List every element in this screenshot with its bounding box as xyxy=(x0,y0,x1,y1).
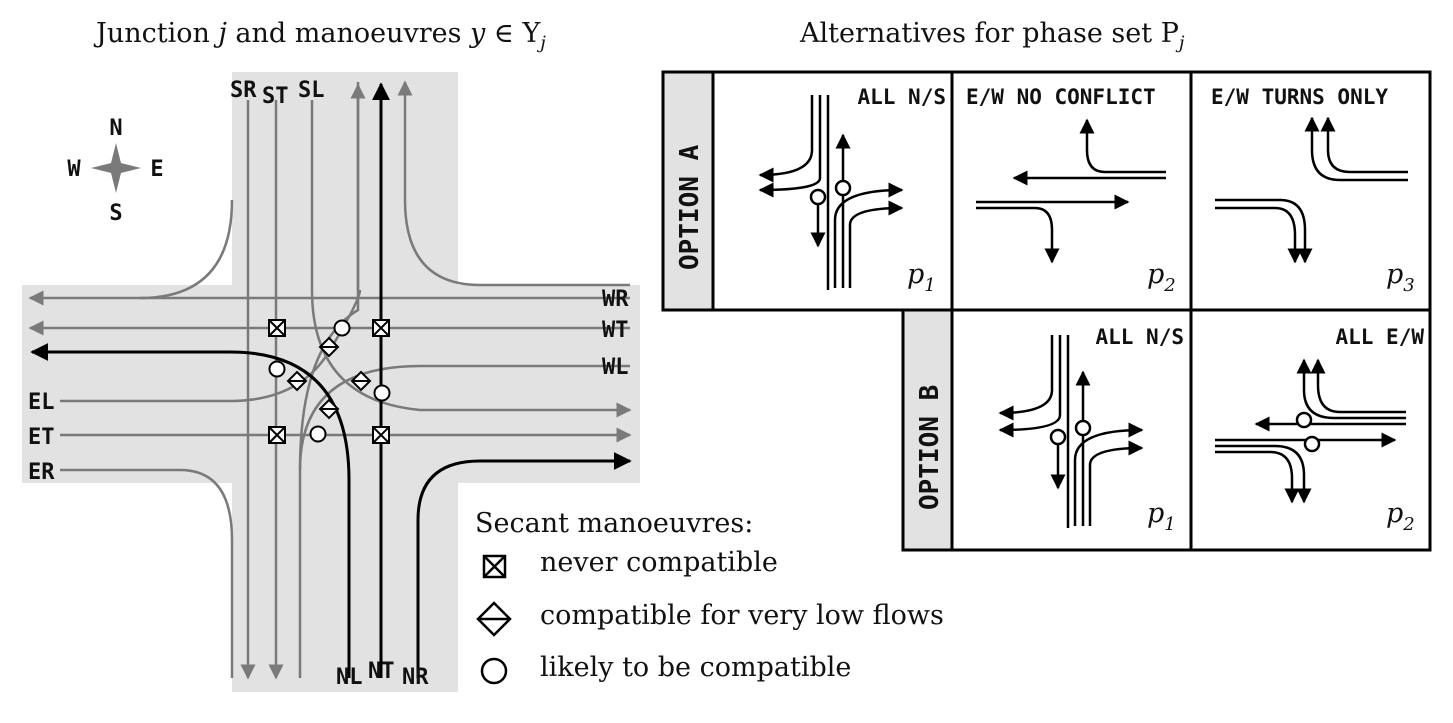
option-b-phase-2-p: p2 xyxy=(1386,498,1415,535)
option-b-label-cell xyxy=(901,308,954,552)
option-b-phase-1-p: p1 xyxy=(1147,498,1176,535)
alternatives-title: Alternatives for phase set Pj xyxy=(800,18,1185,54)
label-el: EL xyxy=(28,390,55,415)
circle-icon xyxy=(1074,419,1092,437)
conflict-markers xyxy=(268,319,391,444)
manoeuvre-wr-to-north xyxy=(397,80,630,287)
option-a-label: OPTION A xyxy=(675,144,705,270)
compass-icon xyxy=(91,143,141,193)
circle-icon xyxy=(1295,411,1313,429)
manoeuvre-sr-curve xyxy=(139,199,234,300)
boxed-x-icon xyxy=(268,319,286,337)
label-st: ST xyxy=(262,84,289,109)
label-nr: NR xyxy=(402,665,429,690)
circle-icon xyxy=(309,425,327,443)
manoeuvre-er-grey xyxy=(60,468,234,678)
split-diamond-icon xyxy=(286,370,308,392)
circle-icon xyxy=(834,179,852,197)
label-wt: WT xyxy=(602,318,629,343)
junction-road xyxy=(22,72,640,692)
split-diamond-icon xyxy=(476,601,512,637)
boxed-x-icon xyxy=(482,554,507,579)
split-diamond-icon xyxy=(318,398,340,420)
option-a-phase-2-heading: E/W NO CONFLICT xyxy=(966,85,1156,109)
manoeuvre-nl xyxy=(30,343,351,678)
option-a-phase-1-p: p1 xyxy=(907,259,936,296)
circle-icon xyxy=(373,384,391,402)
junction-title: Junction j and manoeuvres y ∈ Υj xyxy=(96,18,546,54)
compass-s: S xyxy=(109,201,122,226)
legend-label-low-flows: compatible for very low flows xyxy=(540,600,944,631)
circle-icon xyxy=(268,360,286,378)
boxed-x-icon xyxy=(372,426,390,444)
label-nt: NT xyxy=(368,659,395,684)
compass-e: E xyxy=(150,157,163,182)
manoeuvre-nr xyxy=(416,452,632,678)
split-diamond-icon xyxy=(350,370,372,392)
circle-icon xyxy=(333,319,351,337)
option-a-phase-2-cell xyxy=(950,70,1193,312)
grey-manoeuvres xyxy=(28,80,632,680)
option-b-phase-1-glyph xyxy=(998,335,1144,528)
legend-label-never: never compatible xyxy=(540,547,778,578)
option-b-row xyxy=(901,308,1432,552)
label-wl: WL xyxy=(602,355,629,380)
boxed-x-icon xyxy=(268,426,286,444)
label-sl: SL xyxy=(298,78,325,103)
option-a-phase-2-p: p2 xyxy=(1147,259,1176,296)
label-sr: SR xyxy=(230,78,257,103)
manoeuvre-el xyxy=(60,289,362,403)
black-manoeuvres xyxy=(30,82,632,678)
option-a-label-cell xyxy=(661,70,715,312)
option-a-phase-3-p: p3 xyxy=(1386,259,1415,296)
option-a-phase-3-heading: E/W TURNS ONLY xyxy=(1211,85,1388,109)
manoeuvre-wl xyxy=(298,364,630,471)
option-b-phase-2-heading: ALL E/W xyxy=(1335,325,1424,349)
label-er: ER xyxy=(28,460,55,485)
label-nl: NL xyxy=(336,665,363,690)
option-a-phase-1-cell xyxy=(711,70,954,312)
boxed-x-icon xyxy=(372,319,390,337)
option-b-phase-2-cell xyxy=(1189,308,1432,552)
label-wr: WR xyxy=(602,287,629,312)
legend-title: Secant manoeuvres: xyxy=(475,508,754,539)
option-a-phase-1-glyph xyxy=(758,95,904,290)
compass-n: N xyxy=(109,116,122,141)
circle-icon xyxy=(809,188,827,206)
split-diamond-icon xyxy=(318,336,340,358)
option-b-label: OPTION B xyxy=(915,385,945,510)
circle-icon xyxy=(1049,428,1067,446)
option-a-phase-3-glyph xyxy=(1215,116,1408,264)
option-a-phase-1-heading: ALL N/S xyxy=(857,85,946,109)
option-a-phase-2-glyph xyxy=(976,118,1166,264)
circle-icon xyxy=(1303,435,1321,453)
label-et: ET xyxy=(28,425,55,450)
option-b-phase-1-cell xyxy=(950,308,1193,552)
option-b-phase-1-heading: ALL N/S xyxy=(1095,325,1184,349)
compass-w: W xyxy=(67,157,81,182)
manoeuvre-sl xyxy=(310,100,632,418)
circle-icon xyxy=(480,657,508,685)
legend-label-likely: likely to be compatible xyxy=(540,652,852,683)
